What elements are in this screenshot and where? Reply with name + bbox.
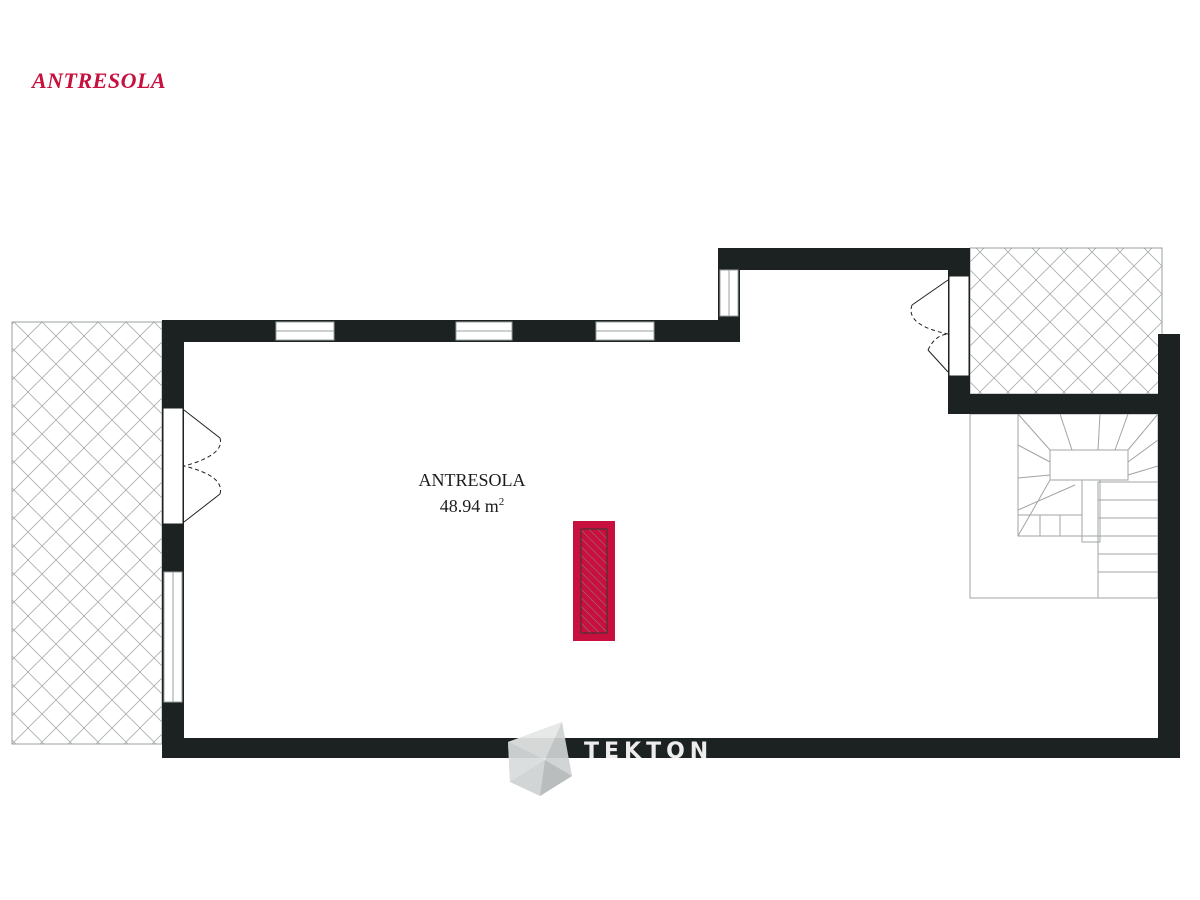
windows [163,269,739,703]
right-terrace [969,247,1163,395]
watermark-tagline: PROPERTY [598,769,663,778]
floor-heading: ANTRESOLA [32,68,167,93]
staircase [969,413,1159,599]
watermark: TEKTON PROPERTY [508,722,713,796]
room-area-value: 48.94 m [440,496,499,516]
left-balcony-door [162,407,222,525]
chimney-column [573,521,615,641]
left-terrace [11,321,163,745]
room-area: 48.94 m2 [440,496,505,516]
walls [162,248,1180,758]
room-name: ANTRESOLA [419,470,526,490]
watermark-brand: TEKTON [584,739,713,764]
tekton-logo-mark [508,722,572,796]
room-area-unit-sup: 2 [499,496,505,508]
right-terrace-door [910,275,970,377]
